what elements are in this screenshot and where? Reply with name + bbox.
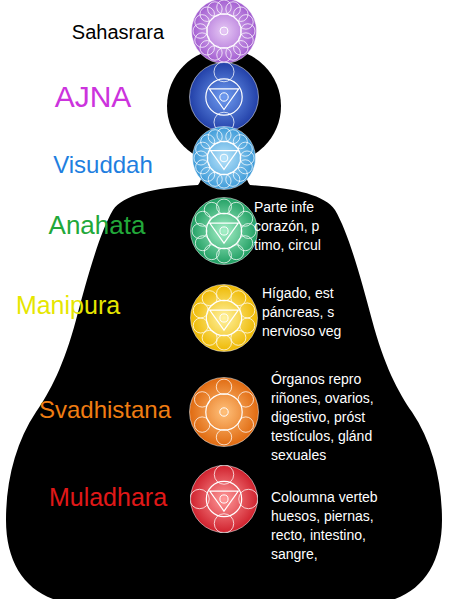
organ-list: Parte infe corazón, p timo, circul <box>254 198 339 255</box>
chakra-symbol <box>190 197 258 265</box>
chakra-circle: Sahasrara <box>191 0 257 64</box>
chakra-name: Manipura <box>16 293 120 318</box>
chakra-name: Svadhistana <box>39 398 171 422</box>
chakra-circle: AJNA <box>189 62 259 132</box>
chakra-circle: AnahataParte infe corazón, p timo, circu… <box>190 197 258 265</box>
chakra-name: Muladhara <box>49 485 167 510</box>
chakra-symbol <box>189 377 259 447</box>
chakra-circle: MuladharaColoumna verteb huesos, piernas… <box>190 465 258 533</box>
chakra-name: Visuddah <box>53 153 153 177</box>
chakra-symbol <box>192 126 256 190</box>
chakra-name: AJNA <box>55 82 132 112</box>
organ-list: Órganos repro riñones, ovarios, digestiv… <box>271 370 389 465</box>
chakra-circle: SvadhistanaÓrganos repro riñones, ovario… <box>189 377 259 447</box>
organ-list: Hígado, est páncreas, s nervioso veg <box>262 284 354 341</box>
chakra-circle: ManipuraHígado, est páncreas, s nervioso… <box>190 284 258 352</box>
chakra-symbol <box>190 284 258 352</box>
chakra-symbol <box>191 0 257 64</box>
chakra-circle: Visuddah <box>192 126 256 190</box>
chakra-symbol <box>189 62 259 132</box>
chakra-name: Anahata <box>49 212 146 238</box>
chakra-name: Sahasrara <box>72 22 164 42</box>
organ-list: Coloumna verteb huesos, piernas, recto, … <box>271 488 389 564</box>
chakra-symbol <box>190 465 258 533</box>
body-shape <box>6 155 442 599</box>
